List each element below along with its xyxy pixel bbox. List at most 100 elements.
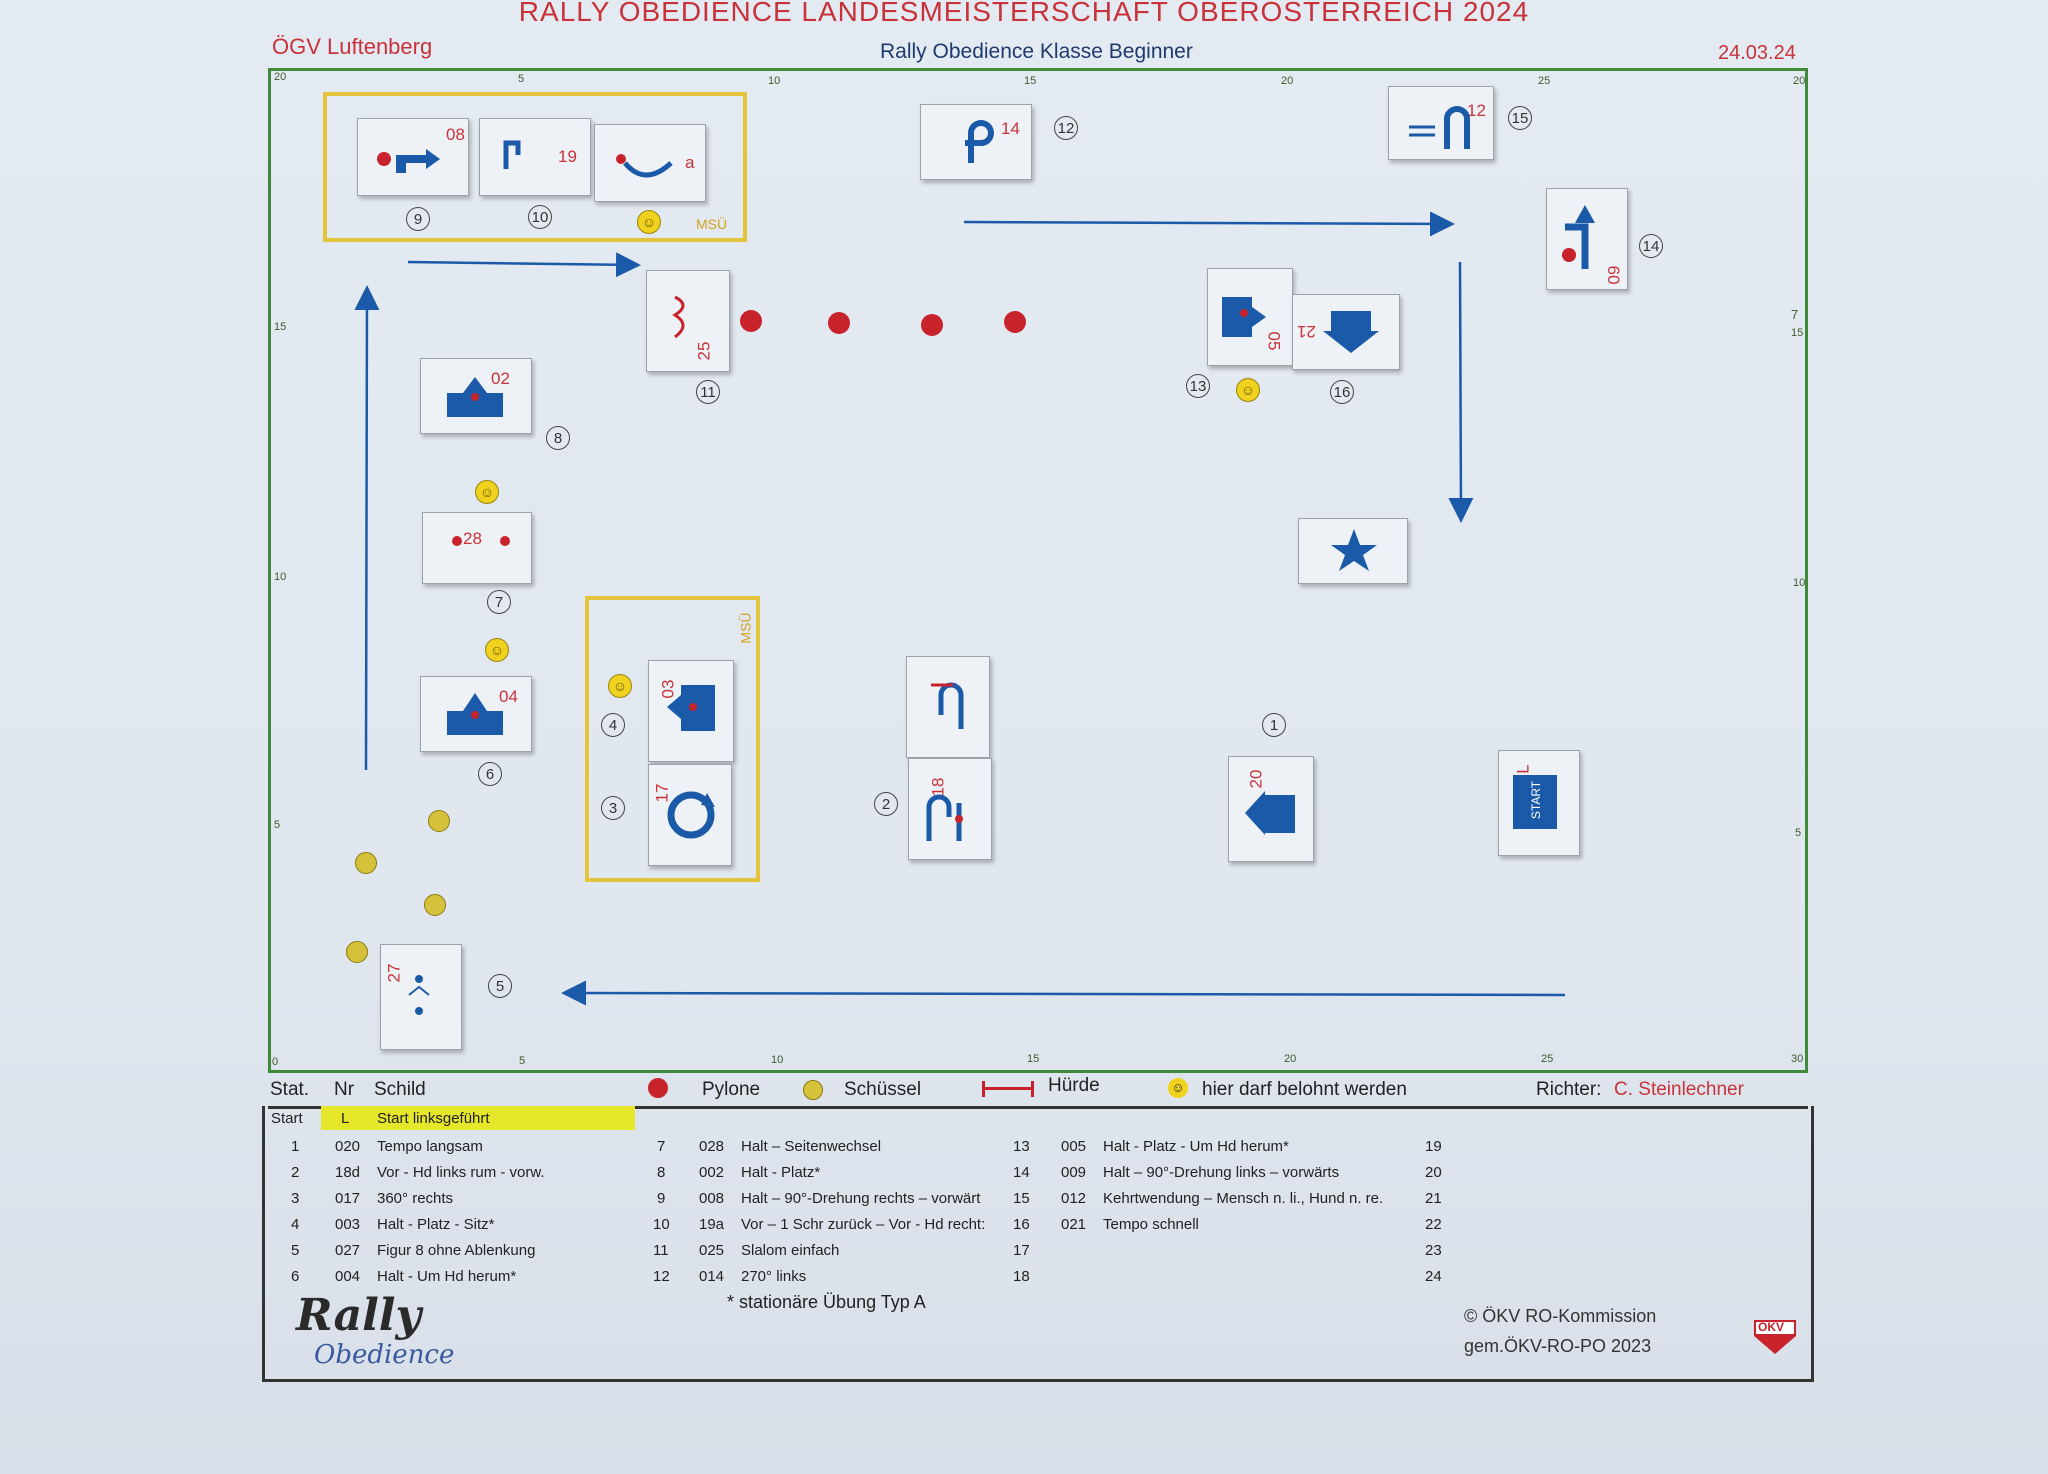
table-cell: Start linksgeführt (377, 1110, 490, 1127)
table-cell: 3 (291, 1190, 300, 1207)
table-cell: 002 (699, 1164, 725, 1181)
msu-zone-middle (585, 596, 760, 882)
table-cell: 028 (699, 1138, 725, 1155)
path-arrow (963, 211, 1455, 237)
table-cell: Tempo langsam (377, 1138, 483, 1155)
table-cell: 11 (653, 1242, 669, 1259)
event-date: 24.03.24 (1718, 42, 1796, 64)
sign-19: 19 (479, 118, 591, 196)
station-marker: 5 (488, 974, 512, 998)
richter-name: C. Steinlechner (1614, 1079, 1744, 1100)
col-nr-header: Nr (334, 1079, 355, 1100)
smiley-icon: ☺ (608, 674, 632, 698)
bowl-marker (428, 810, 450, 832)
table-cell: Halt – 90°-Drehung rechts – vorwärt (741, 1190, 981, 1207)
table-cell: 21 (1425, 1190, 1442, 1207)
station-marker: 16 (1330, 380, 1354, 404)
smiley-icon: ☺ (485, 638, 509, 662)
start-icon: START (1513, 775, 1557, 829)
course-field: 20 5 10 15 20 25 20 0 5 10 15 20 25 30 1… (268, 68, 1808, 1073)
grid-number: 20 (1284, 1053, 1297, 1065)
down-arrow-fast-icon (1323, 311, 1379, 353)
path-arrow (1448, 261, 1474, 523)
class-subtitle: Rally Obedience Klasse Beginner (880, 40, 1193, 63)
grid-number: 25 (1541, 1053, 1554, 1065)
table-cell: 9 (657, 1190, 666, 1207)
station-marker: 10 (528, 205, 552, 229)
smiley-icon: ☺ (1168, 1078, 1188, 1098)
table-cell: 020 (335, 1138, 361, 1155)
sign-18d (906, 656, 990, 758)
msu-label: MSÜ (737, 612, 754, 644)
sign-18: 18 (908, 758, 992, 860)
table-cell: Halt – Seitenwechsel (741, 1138, 882, 1155)
bowl-marker (355, 852, 377, 874)
smiley-icon: ☺ (1236, 378, 1260, 402)
table-cell: Halt - Platz* (741, 1164, 821, 1181)
side-change-icon (452, 536, 510, 546)
table-cell: 22 (1425, 1216, 1442, 1233)
pylon-legend-icon (648, 1078, 668, 1098)
table-cell: Start (271, 1110, 303, 1127)
table-cell: 24 (1425, 1268, 1442, 1285)
sign-21: 21 (1292, 294, 1400, 370)
turn-right-arrow-icon (377, 149, 440, 173)
slow-left-arrow-icon (1245, 791, 1295, 835)
sign-20: 20 (1228, 756, 1314, 862)
sign-05: 05 (1207, 268, 1293, 366)
sign-17: 17 (648, 764, 732, 866)
table-cell: 003 (335, 1216, 361, 1233)
curve-arrow-icon (616, 154, 673, 178)
table-cell: 004 (335, 1268, 361, 1285)
star-finish-icon (1331, 529, 1377, 571)
grid-number: 15 (1791, 327, 1804, 339)
grid-number: 5 (274, 819, 281, 831)
station-marker: 8 (546, 426, 570, 450)
footnote: * stationäre Übung Typ A (727, 1292, 926, 1312)
station-marker: 4 (601, 713, 625, 737)
table-cell: 16 (1013, 1216, 1030, 1233)
start-sign: L START (1498, 750, 1580, 856)
sign-03: 03 (648, 660, 734, 762)
col-schild-header: Schild (374, 1079, 426, 1100)
grid-number: 10 (274, 571, 287, 583)
station-marker: 15 (1508, 106, 1532, 130)
richter-label: Richter: (1536, 1079, 1602, 1100)
table-cell: 021 (1061, 1216, 1087, 1233)
station-marker: 1 (1262, 713, 1286, 737)
grid-number: 10 (768, 75, 781, 87)
huerde-legend-label: Hürde (1048, 1075, 1100, 1096)
halt-around-dog-icon (447, 693, 503, 735)
table-cell: 23 (1425, 1242, 1442, 1259)
station-marker: 14 (1639, 234, 1663, 258)
sign-12: 12 (1388, 86, 1494, 160)
halt-down-sit-icon (667, 685, 715, 731)
table-cell: 270° links (741, 1268, 807, 1285)
circle-360-right-icon (667, 791, 715, 839)
msu-zone-top (323, 92, 747, 242)
grid-number: 25 (1538, 75, 1551, 87)
grid-number: 7 (1791, 307, 1799, 322)
table-cell: 2 (291, 1164, 300, 1181)
halt-down-around-icon (1222, 297, 1266, 337)
pylon-marker (740, 310, 762, 332)
table-cell: 13 (1013, 1138, 1030, 1155)
schuessel-legend-label: Schüssel (844, 1079, 922, 1100)
table-cell: 18d (335, 1164, 361, 1181)
table-cell: 025 (699, 1242, 725, 1259)
path-arrow (561, 980, 1566, 1006)
table-cell: 009 (1061, 1164, 1087, 1181)
legend-row: Stat. Nr Schild Pylone Schüssel Hürde ☺ … (268, 1073, 1808, 1109)
path-arrow (354, 285, 380, 771)
table-cell: 008 (699, 1190, 725, 1207)
grid-number: 5 (519, 1055, 526, 1067)
table-cell: 18 (1013, 1268, 1030, 1285)
table-cell: Halt – 90°-Drehung links – vorwärts (1103, 1164, 1340, 1181)
table-cell: 1 (291, 1138, 300, 1155)
table-cell: 20 (1425, 1164, 1442, 1181)
grid-number: 20 (1281, 75, 1294, 87)
bowl-marker (346, 941, 368, 963)
grid-number: 15 (1027, 1053, 1040, 1065)
table-cell: 15 (1013, 1190, 1030, 1207)
